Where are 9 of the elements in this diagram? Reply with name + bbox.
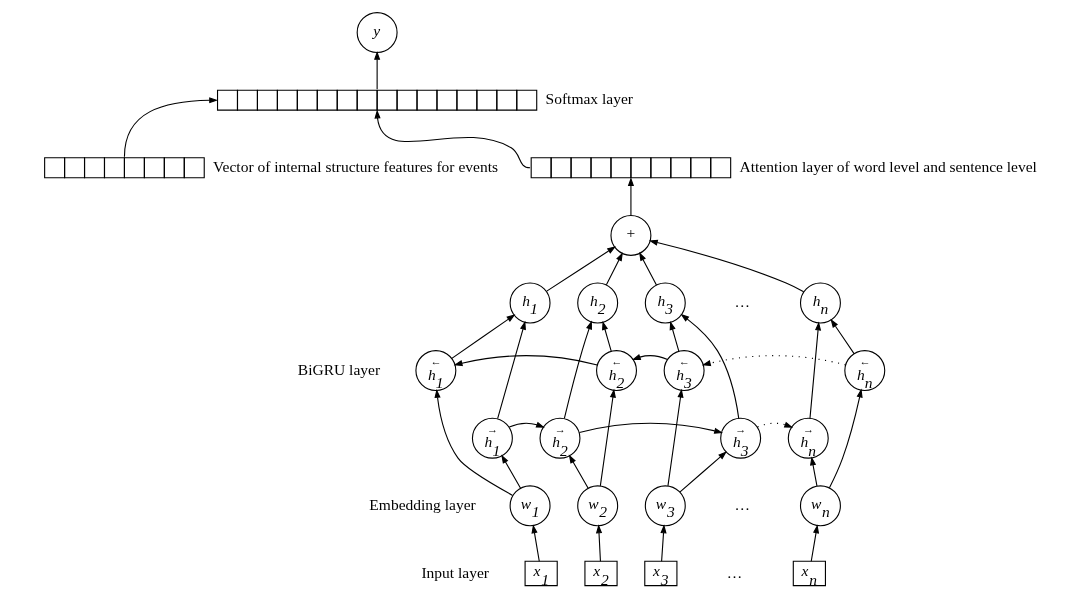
node-label: Softmax layer xyxy=(545,90,633,108)
node-label: Vector of internal structure features for events xyxy=(212,157,498,175)
label: Input layer xyxy=(420,563,489,581)
label: … xyxy=(734,293,750,311)
label: BiGRU layer xyxy=(297,360,380,378)
label: … xyxy=(726,563,742,581)
label: Embedding layer xyxy=(368,495,476,513)
label: … xyxy=(734,495,750,513)
node-label: Attention layer of word level and sentence level xyxy=(739,157,1037,175)
